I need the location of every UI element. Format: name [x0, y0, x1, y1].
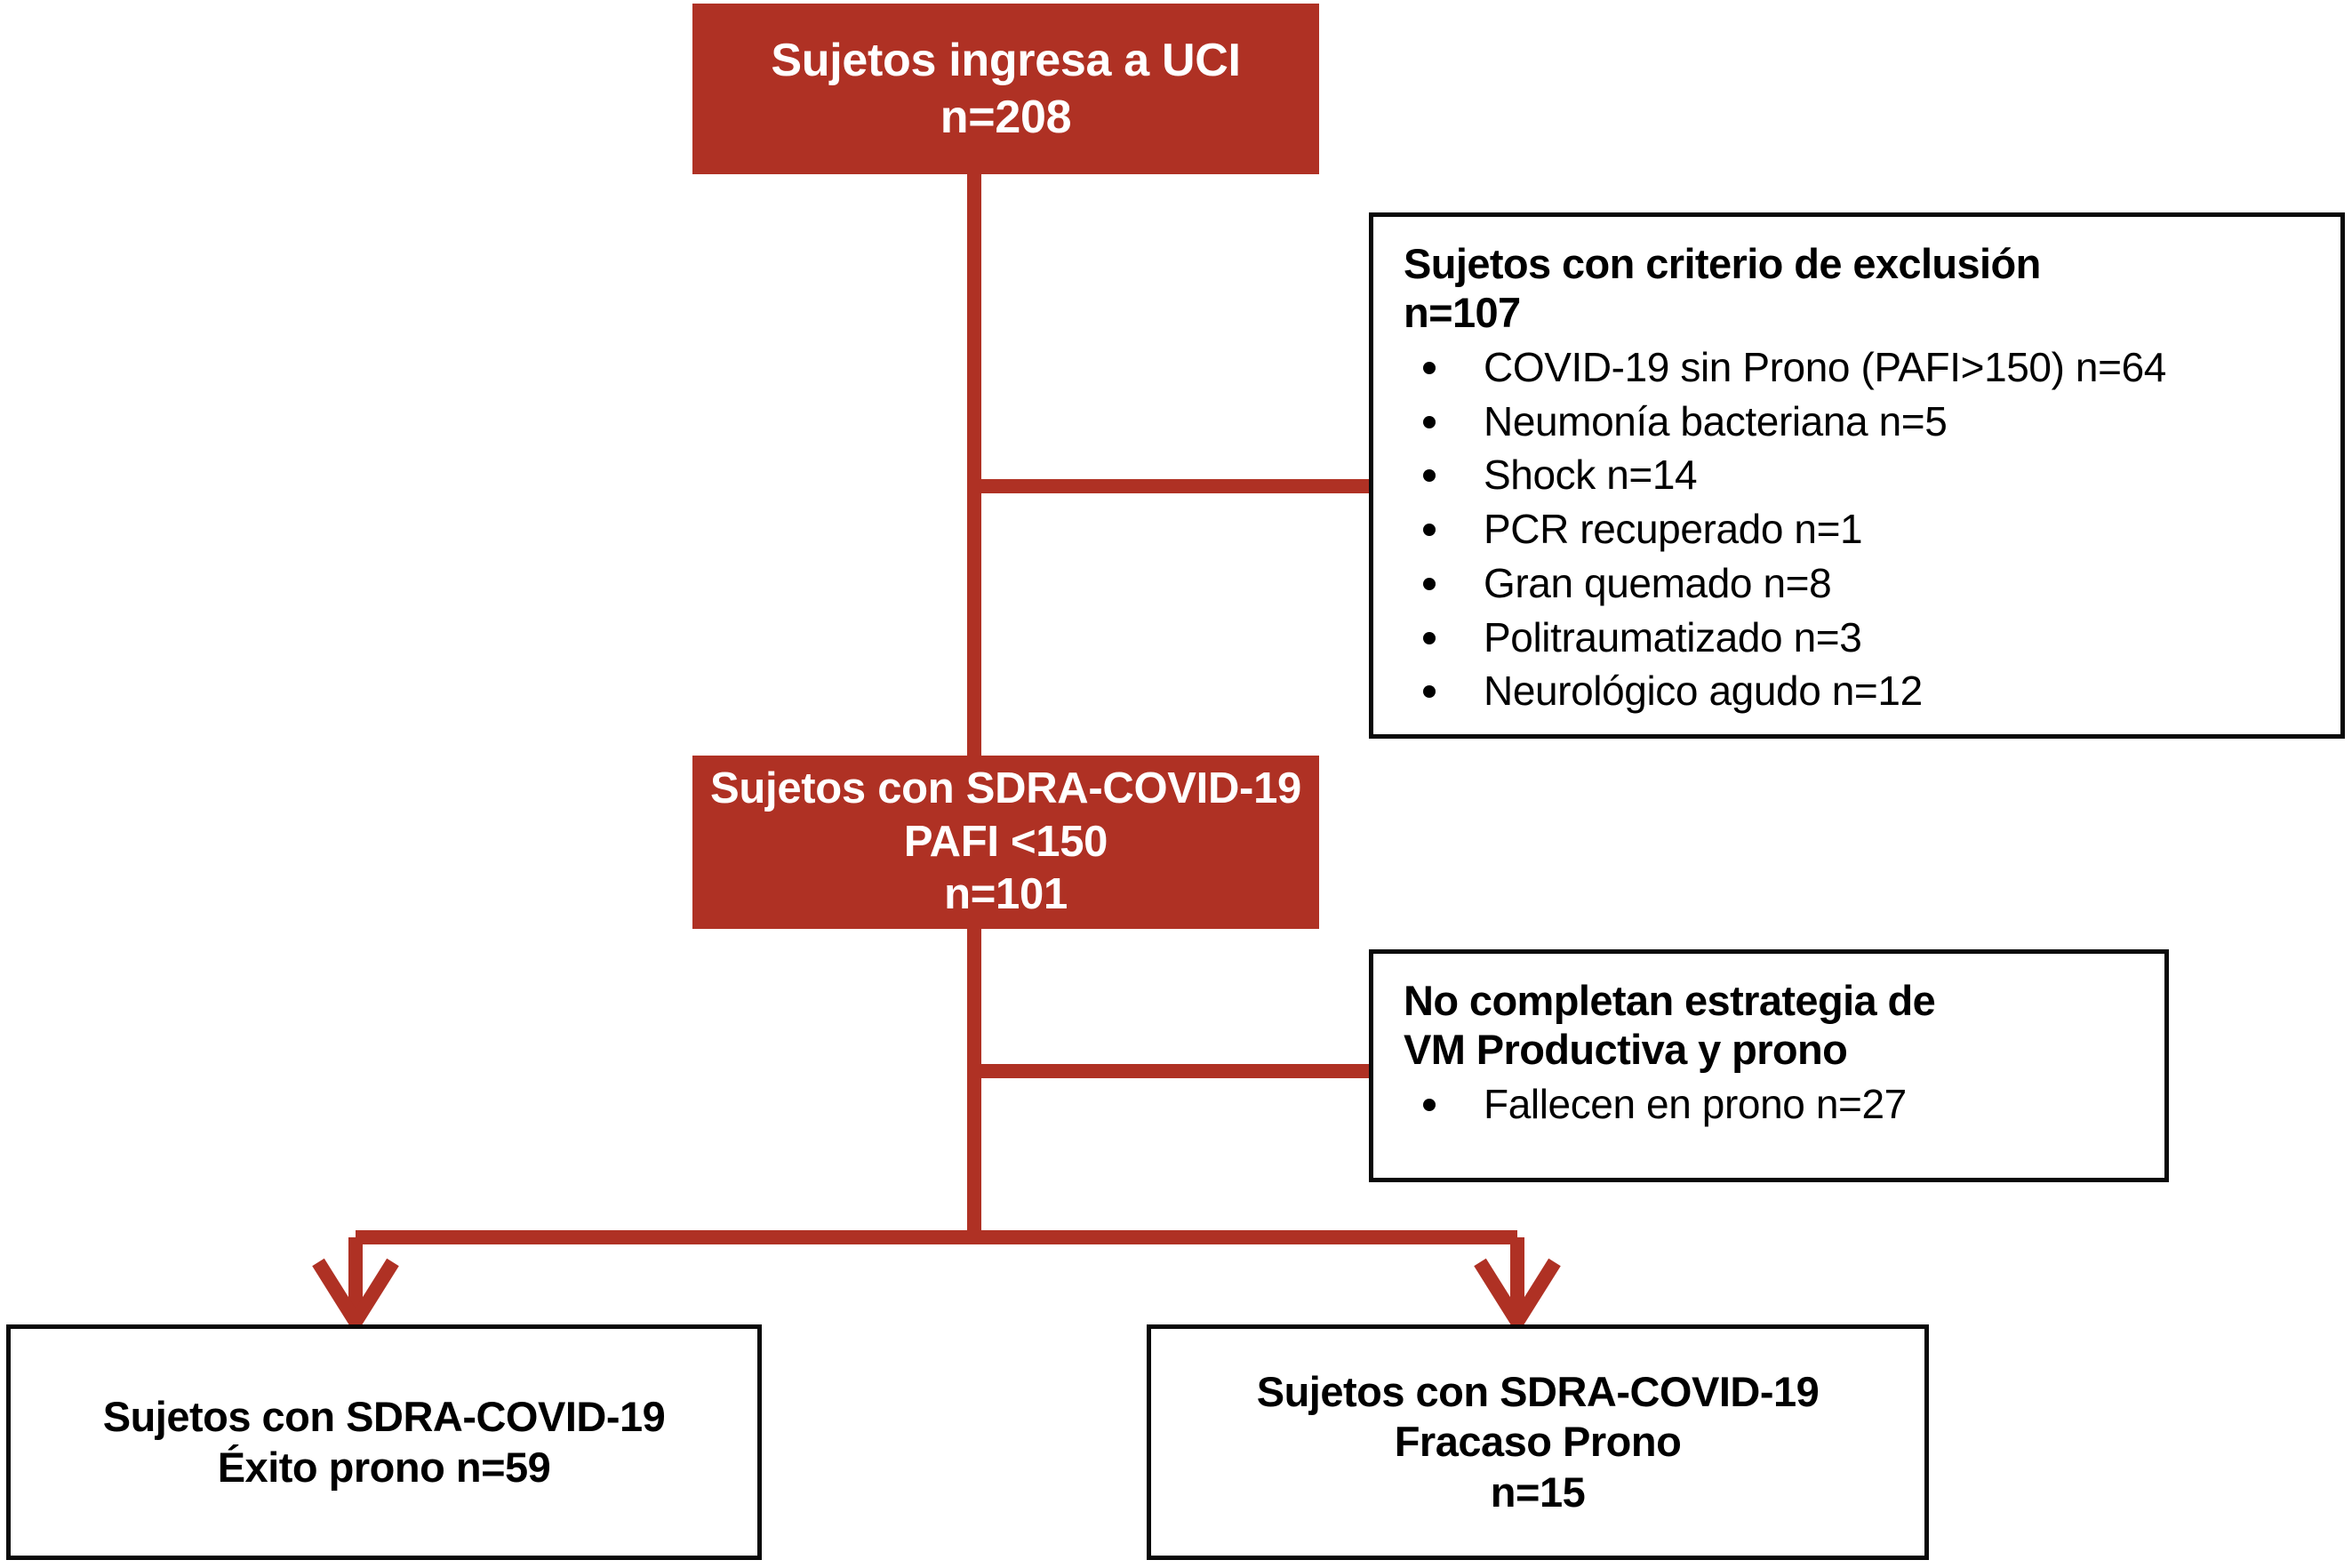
node-excluded-heading: Sujetos con criterio de exclusión n=107: [1404, 240, 2321, 337]
list-item-label: Politraumatizado n=3: [1484, 613, 1862, 660]
arrowhead-right: [1474, 1258, 1561, 1336]
node-excluded-heading-line-1: Sujetos con criterio de exclusión: [1404, 240, 2041, 287]
list-item-label: Fallecen en prono n=27: [1484, 1081, 1907, 1128]
bullet-dot-icon: [1423, 1098, 1436, 1111]
node-ards-cohort: Sujetos con SDRA-COVID-19 PAFI <150 n=10…: [692, 756, 1319, 929]
node-incomplete-heading: No completan estrategia de VM Productiva…: [1404, 977, 2145, 1074]
bullet-dot-icon: [1423, 685, 1436, 699]
node-failure-subtitle: Fracaso Prono: [1394, 1418, 1682, 1466]
node-incomplete: No completan estrategia de VM Productiva…: [1369, 949, 2169, 1182]
node-incomplete-heading-line-2: VM Productiva y prono: [1404, 1025, 1848, 1073]
list-item: Fallecen en prono n=27: [1404, 1077, 2145, 1132]
bullet-dot-icon: [1423, 577, 1436, 590]
list-item-label: Neurológico agudo n=12: [1484, 668, 1923, 715]
node-incomplete-list: Fallecen en prono n=27: [1404, 1077, 2145, 1132]
list-item: Neurológico agudo n=12: [1404, 664, 2321, 718]
bullet-dot-icon: [1423, 524, 1436, 537]
bullet-dot-icon: [1423, 361, 1436, 374]
list-item: Gran quemado n=8: [1404, 556, 2321, 611]
node-failure-title: Sujetos con SDRA-COVID-19: [1256, 1367, 1820, 1415]
bullet-dot-icon: [1423, 469, 1436, 483]
node-excluded: Sujetos con criterio de exclusión n=107 …: [1369, 212, 2345, 739]
bullet-dot-icon: [1423, 415, 1436, 428]
node-incomplete-heading-line-1: No completan estrategia de: [1404, 977, 1936, 1024]
node-ards-cohort-title: Sujetos con SDRA-COVID-19: [710, 764, 1301, 812]
arrowhead-left: [312, 1258, 399, 1336]
node-admitted-count: n=208: [940, 92, 1072, 143]
list-item: Shock n=14: [1404, 448, 2321, 502]
node-ards-cohort-count: n=101: [944, 870, 1068, 919]
bullet-dot-icon: [1423, 631, 1436, 644]
node-failure-count: n=15: [1490, 1468, 1586, 1516]
list-item: Politraumatizado n=3: [1404, 611, 2321, 665]
node-excluded-list: COVID-19 sin Prono (PAFI>150) n=64 Neumo…: [1404, 340, 2321, 718]
node-excluded-count: n=107: [1404, 288, 1521, 336]
node-success-title: Sujetos con SDRA-COVID-19: [102, 1393, 666, 1441]
list-item: PCR recuperado n=1: [1404, 502, 2321, 556]
node-success: Sujetos con SDRA-COVID-19 Éxito prono n=…: [6, 1324, 762, 1560]
list-item-label: PCR recuperado n=1: [1484, 506, 1863, 553]
list-item: COVID-19 sin Prono (PAFI>150) n=64: [1404, 340, 2321, 395]
node-failure: Sujetos con SDRA-COVID-19 Fracaso Prono …: [1147, 1324, 1929, 1560]
list-item: Neumonía bacteriana n=5: [1404, 395, 2321, 449]
list-item-label: Gran quemado n=8: [1484, 559, 1832, 606]
list-item-label: Neumonía bacteriana n=5: [1484, 397, 1948, 444]
list-item-label: COVID-19 sin Prono (PAFI>150) n=64: [1484, 344, 2166, 391]
node-ards-cohort-criterion: PAFI <150: [903, 817, 1108, 866]
node-success-count: Éxito prono n=59: [217, 1443, 551, 1491]
list-item-label: Shock n=14: [1484, 452, 1698, 499]
node-admitted: Sujetos ingresa a UCI n=208: [692, 4, 1319, 174]
node-admitted-title: Sujetos ingresa a UCI: [771, 34, 1241, 86]
